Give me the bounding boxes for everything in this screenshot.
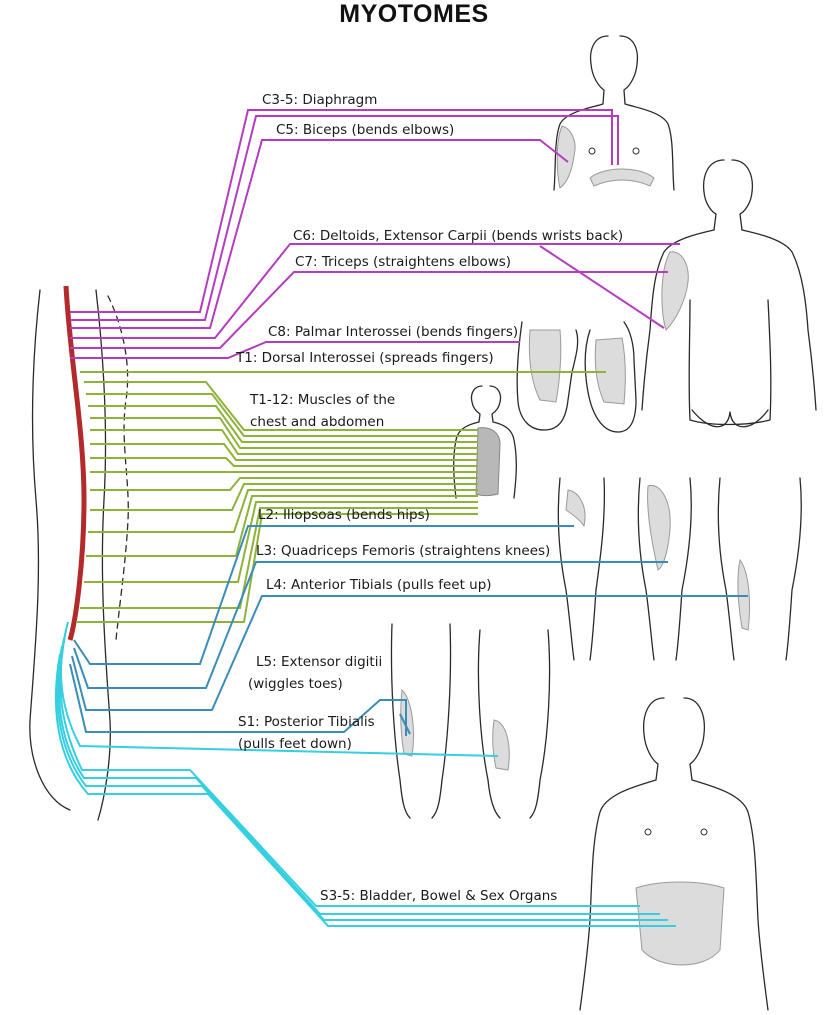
- lower-body-front-figure: [579, 697, 769, 1011]
- label-l5-line2: (wiggles toes): [248, 676, 343, 692]
- spine-illustration: [29, 285, 129, 821]
- lumbar-nerves: [69, 525, 748, 736]
- cervical-nerves: [70, 109, 680, 359]
- iliopsoas-shade: [565, 489, 586, 528]
- pelvic-shade: [635, 881, 725, 966]
- label-t1-12-line1: T1-12: Muscles of the: [249, 392, 395, 408]
- upper-torso-front-figure: [553, 35, 675, 191]
- sacral-nerves: [54, 621, 676, 927]
- label-c8: C8: Palmar Interossei (bends fingers): [268, 324, 518, 340]
- label-l5-line1: L5: Extensor digitii: [256, 654, 382, 670]
- back-figure: [641, 159, 817, 428]
- posterior-tibialis-shade: [492, 719, 510, 771]
- label-c5: C5: Biceps (bends elbows): [276, 122, 454, 138]
- quadriceps-shade: [647, 484, 671, 571]
- label-c6: C6: Deltoids, Extensor Carpii (bends wri…: [293, 228, 623, 244]
- label-s1-line2: (pulls feet down): [238, 736, 352, 752]
- label-s3-5: S3-5: Bladder, Bowel & Sex Organs: [320, 888, 557, 904]
- palm-shade: [528, 329, 562, 403]
- label-l4: L4: Anterior Tibials (pulls feet up): [266, 577, 492, 593]
- legs-figures: [557, 477, 802, 661]
- label-s1-line1: S1: Posterior Tibialis: [238, 714, 375, 730]
- label-t1: T1: Dorsal Interossei (spreads fingers): [235, 350, 494, 366]
- label-c7: C7: Triceps (straightens elbows): [295, 254, 511, 270]
- chest-abdomen-figure: [453, 385, 517, 499]
- diagram-title: MYOTOMES: [339, 0, 489, 28]
- label-c3-5: C3-5: Diaphragm: [262, 92, 377, 108]
- lower-legs-figures: [390, 623, 551, 819]
- dorsal-hand-shade: [594, 337, 626, 405]
- label-l3: L3: Quadriceps Femoris (straightens knee…: [256, 543, 550, 559]
- hands-figure: [516, 321, 637, 433]
- label-t1-12-line2: chest and abdomen: [250, 414, 384, 430]
- diaphragm-shade: [589, 168, 655, 187]
- label-l2: L2: Iliopsoas (bends hips): [258, 507, 430, 523]
- biceps-shade: [556, 125, 576, 189]
- torso-shade: [475, 427, 501, 496]
- spinal-cord: [63, 285, 87, 641]
- extensor-shade: [400, 688, 415, 757]
- deltoid-triceps-shade: [661, 251, 689, 331]
